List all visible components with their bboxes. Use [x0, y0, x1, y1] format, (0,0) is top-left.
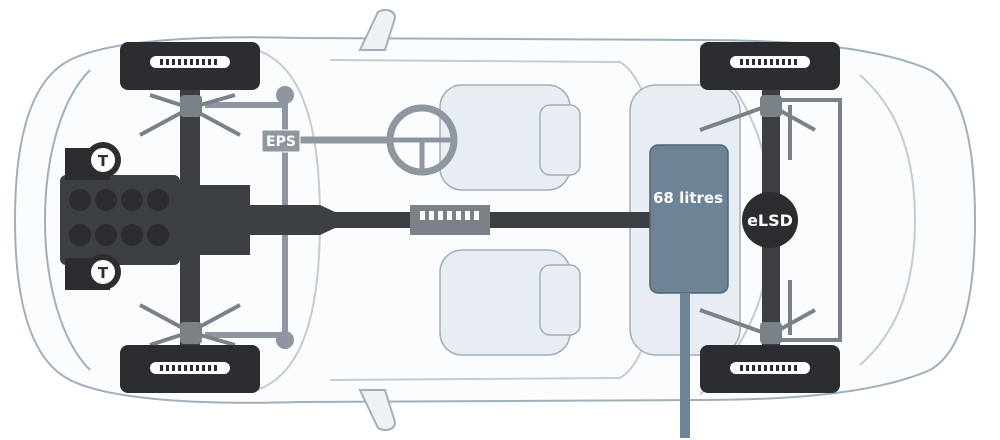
- turbo-label-bottom: T: [98, 264, 109, 282]
- turbo-bottom: [65, 254, 121, 290]
- front-left-wheel: [120, 42, 260, 90]
- elsd-label: eLSD: [747, 211, 793, 230]
- rear-springs: [760, 95, 782, 344]
- fuel-tank: [649, 144, 729, 438]
- engine-cylinders: [69, 189, 169, 246]
- turbo-label-top: T: [98, 152, 109, 170]
- eps-box: [261, 129, 301, 153]
- elsd-differential: [742, 192, 798, 248]
- front-right-wheel: [120, 345, 260, 393]
- eps-label: EPS: [266, 134, 296, 150]
- rear-right-wheel: [700, 345, 840, 393]
- turbo-top: [65, 142, 121, 180]
- fuel-tank-label: 68 litres: [653, 189, 723, 207]
- rear-left-wheel: [700, 42, 840, 90]
- front-springs: [180, 95, 202, 344]
